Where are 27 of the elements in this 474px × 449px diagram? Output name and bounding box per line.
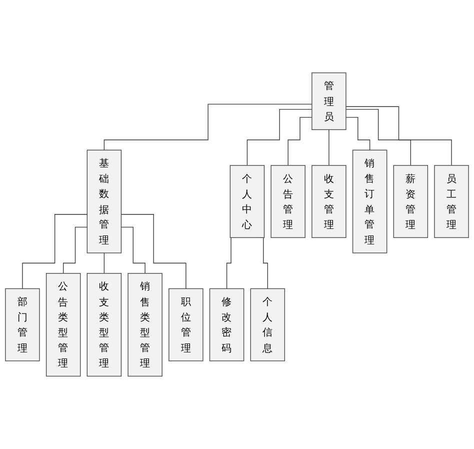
node-box: 收支管理 <box>312 165 346 238</box>
connector <box>328 129 330 166</box>
connector <box>63 226 88 274</box>
connector <box>246 108 312 166</box>
node-box: 基础数据管理 <box>86 150 122 254</box>
node-box: 职位管理 <box>168 288 204 362</box>
node-box: 公告类型管理 <box>46 273 81 377</box>
node-box: 公告管理 <box>270 165 306 238</box>
node-box: 销售类型管理 <box>128 273 162 377</box>
node-box: 员工管理 <box>434 165 469 238</box>
node-box: 管理员 <box>312 72 346 130</box>
connector <box>288 117 312 166</box>
connector <box>104 252 105 274</box>
node-box: 部门管理 <box>5 288 40 362</box>
node-box: 收支类型管理 <box>86 273 122 377</box>
connector <box>346 108 411 166</box>
connector <box>22 214 88 290</box>
node-box: 修改密码 <box>209 288 244 362</box>
connector <box>104 104 312 150</box>
node-box: 销售订单管理 <box>352 150 388 254</box>
connector <box>120 214 186 290</box>
node-box: 个人中心 <box>230 165 265 238</box>
node-box: 个人信息 <box>250 288 285 362</box>
connector <box>120 226 146 274</box>
node-box: 薪资管理 <box>393 165 428 238</box>
connector <box>346 106 452 166</box>
connector <box>346 117 370 150</box>
